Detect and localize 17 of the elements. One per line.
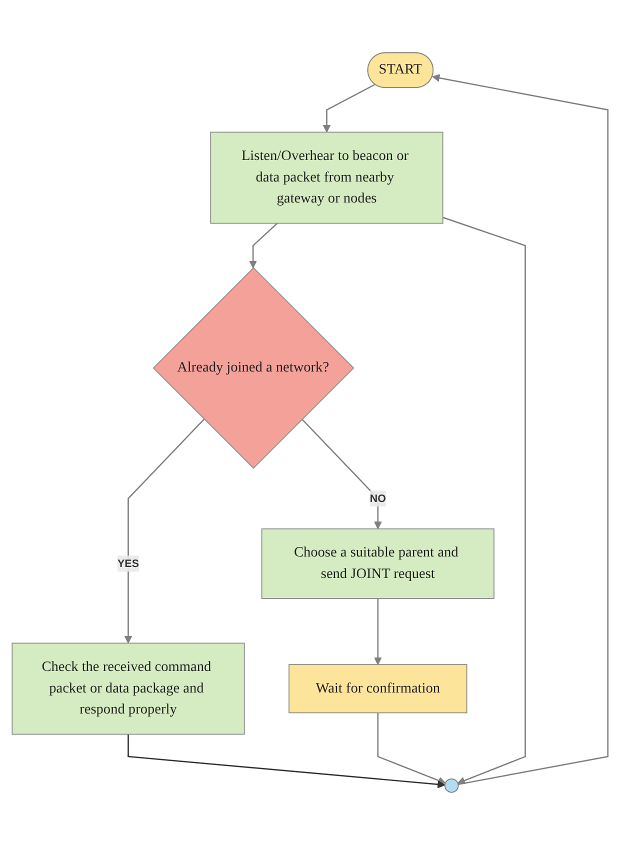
arrow: [432, 74, 609, 786]
arrow: [442, 216, 526, 784]
node-box: Choose a suitable parent and send JOINT request: [261, 528, 494, 599]
node-box: Wait for confirmation: [288, 664, 468, 714]
edge-label: NO: [370, 492, 386, 505]
arrow: [302, 418, 382, 530]
arrow: [322, 84, 376, 133]
arrow: [128, 734, 446, 788]
node-diamond: Already joined a network?: [152, 267, 354, 469]
arrow: [124, 418, 205, 644]
node-box: Listen/Overhear to beacon or data packet from nearby gateway or nodes: [210, 132, 444, 224]
arrow: [249, 222, 278, 268]
edge-label: YES: [118, 557, 139, 570]
node-circle: [444, 778, 459, 793]
arrow: [377, 712, 446, 784]
arrow: [374, 598, 382, 665]
node-box: Check the received command packet or data package and respond properly: [12, 642, 245, 735]
